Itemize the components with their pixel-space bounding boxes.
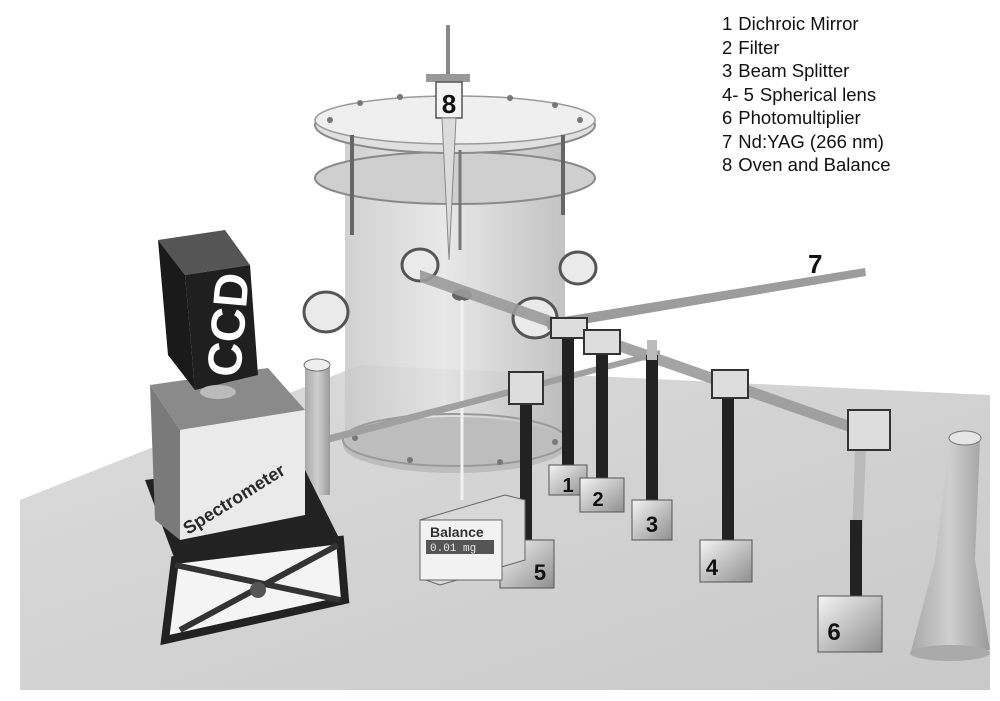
stand-3	[631, 340, 673, 541]
legend-item-number: 3	[722, 60, 733, 81]
ccd-label: CCD	[198, 271, 260, 379]
oven-number: 8	[442, 89, 456, 119]
legend-item-label: Photomultiplier	[738, 107, 861, 128]
ccd-camera	[158, 230, 258, 399]
stand-5-number: 5	[534, 560, 546, 585]
right-cone	[910, 430, 990, 661]
spectrometer	[150, 368, 305, 540]
legend-item-label: Oven and Balance	[738, 154, 891, 175]
legend-item-number: 4- 5	[722, 83, 754, 105]
legend-item-number: 1	[722, 13, 733, 34]
stand-2-number: 2	[592, 489, 603, 511]
stand-6	[817, 409, 891, 653]
legend-item-label: Nd:YAG (266 nm)	[738, 130, 884, 152]
legend-item-label: Spherical lens	[759, 83, 877, 105]
legend-item-number: 2	[722, 36, 733, 58]
legend-item-label: Dichroic Mirror	[738, 13, 859, 34]
legend-item-number: 6	[722, 107, 733, 128]
left-post	[303, 358, 331, 495]
legend-item-label: Filter	[738, 36, 780, 58]
oven	[426, 25, 470, 261]
balance	[419, 494, 526, 586]
stand-4-number: 4	[706, 555, 719, 580]
legend-item-number: 7	[722, 130, 733, 152]
stand-6-number: 6	[827, 619, 840, 646]
legend-item-number: 8	[722, 154, 733, 175]
stand-2	[579, 329, 625, 513]
stand-3-number: 3	[646, 512, 658, 537]
stand-1-number: 1	[562, 475, 573, 497]
stand-4	[699, 369, 753, 583]
balance-reading: 0.01 mg	[430, 543, 476, 555]
legend-item-label: Beam Splitter	[738, 60, 850, 81]
balance-title: Balance	[430, 524, 484, 540]
beam-number: 7	[808, 249, 822, 279]
